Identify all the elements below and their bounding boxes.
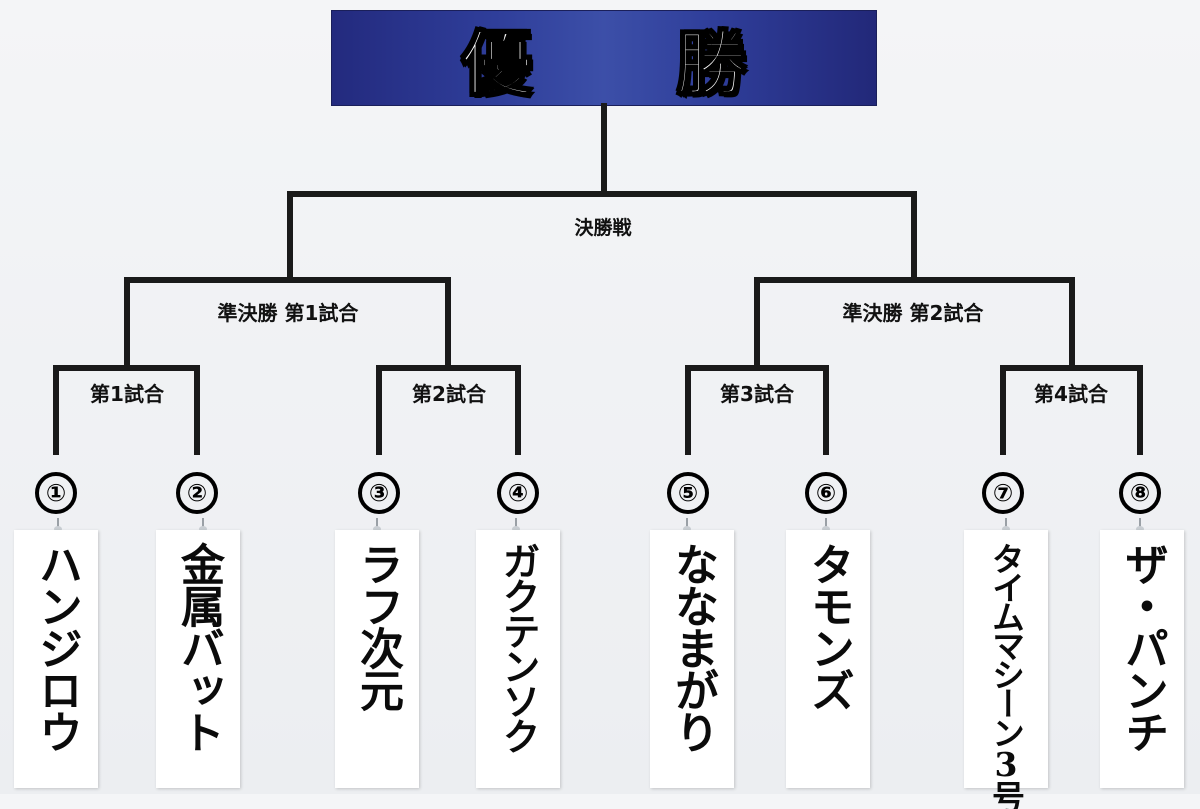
pin-8 [1136,518,1144,532]
match1-bracket-line [53,365,200,455]
champion-banner: 優 勝 [331,10,877,106]
entrant-name: ガクテンソク [496,542,541,752]
match1-label: 第1試合 [90,382,164,406]
semi1-bracket-line [124,277,451,371]
entrant-name: ザ・パンチ [1117,542,1168,752]
entrant-name: ハンジロウ [31,542,82,752]
entrant-name: ラフ次元 [352,542,403,710]
seed-8: ⑧ [1119,472,1161,514]
pin-4 [512,518,520,532]
semi2-label: 準決勝 第2試合 [842,301,984,325]
match2-bracket-line [376,365,521,455]
match3-label: 第3試合 [720,382,794,406]
pin-5 [683,518,691,532]
seed-1: ① [35,472,77,514]
pin-6 [822,518,830,532]
final-bracket-line [287,191,917,283]
name-card-8: ザ・パンチ [1100,530,1184,788]
match3-bracket-line [685,365,829,455]
final-label: 決勝戦 [574,217,632,239]
pin-3 [373,518,381,532]
name-card-5: ななまがり [650,530,734,788]
seed-4: ④ [497,472,539,514]
seed-5: ⑤ [667,472,709,514]
seed-3: ③ [358,472,400,514]
name-card-3: ラフ次元 [335,530,419,788]
entrant-name: タイムマシーン3号 [986,542,1026,809]
pin-1 [54,518,62,532]
semi2-bracket-line [754,277,1075,371]
semi1-label: 準決勝 第1試合 [217,301,359,325]
seed-7: ⑦ [982,472,1024,514]
pin-7 [1002,518,1010,532]
match2-label: 第2試合 [412,382,486,406]
name-card-6: タモンズ [786,530,870,788]
name-card-7: タイムマシーン3号 [964,530,1048,809]
entrant-name: タモンズ [803,542,854,710]
pin-2 [199,518,207,532]
entrant-name: 金属バット [173,542,224,752]
entrant-name: ななまがり [667,542,718,752]
seed-6: ⑥ [805,472,847,514]
match4-bracket-line [1000,365,1143,455]
match4-label: 第4試合 [1034,382,1108,406]
seed-2: ② [176,472,218,514]
name-card-1: ハンジロウ [14,530,98,788]
name-card-4: ガクテンソク [476,530,560,788]
name-card-2: 金属バット [156,530,240,788]
champion-title: 優 勝 [461,22,807,106]
